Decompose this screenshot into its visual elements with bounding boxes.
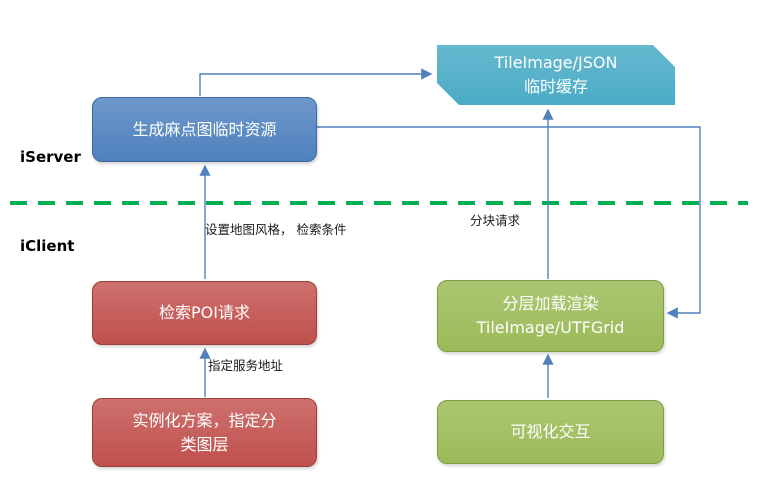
edge-label-style-condition: 设置地图风格， 检索条件: [205, 221, 347, 240]
node-generate-line1: 生成麻点图临时资源: [132, 119, 277, 139]
arrow-generate-to-cache: [199, 68, 433, 96]
node-generate-dotmap-resource: 生成麻点图临时资源: [92, 97, 317, 162]
node-poi-request: 检索POI请求: [92, 281, 317, 345]
section-label-iclient: iClient: [20, 237, 75, 255]
node-instantiate-line2: 类图层: [180, 434, 229, 454]
node-instantiate-scheme: 实例化方案，指定分 类图层: [92, 398, 317, 467]
edge-label-service-address: 指定服务地址: [208, 358, 284, 373]
edge-label-style-condition-line2: 检索条件: [296, 222, 347, 237]
section-label-iserver: iServer: [20, 148, 81, 166]
node-render-line1: 分层加载渲染: [502, 294, 599, 313]
node-instantiate-line1: 实例化方案，指定分: [132, 410, 277, 430]
node-render-line2: TileImage/UTFGrid: [476, 318, 625, 337]
node-interact-line1: 可视化交互: [510, 422, 591, 441]
node-layered-render: 分层加载渲染 TileImage/UTFGrid: [437, 280, 664, 352]
edge-label-tile-request: 分块请求: [470, 213, 521, 228]
node-cache-line1: TileImage/JSON: [494, 53, 618, 72]
node-poi-line1: 检索POI请求: [159, 303, 250, 322]
node-tileimage-json-cache: TileImage/JSON 临时缓存: [437, 45, 675, 105]
edge-label-style-condition-line1: 设置地图风格，: [205, 222, 293, 237]
node-visual-interaction: 可视化交互: [437, 400, 664, 464]
node-cache-line2: 临时缓存: [523, 77, 588, 96]
